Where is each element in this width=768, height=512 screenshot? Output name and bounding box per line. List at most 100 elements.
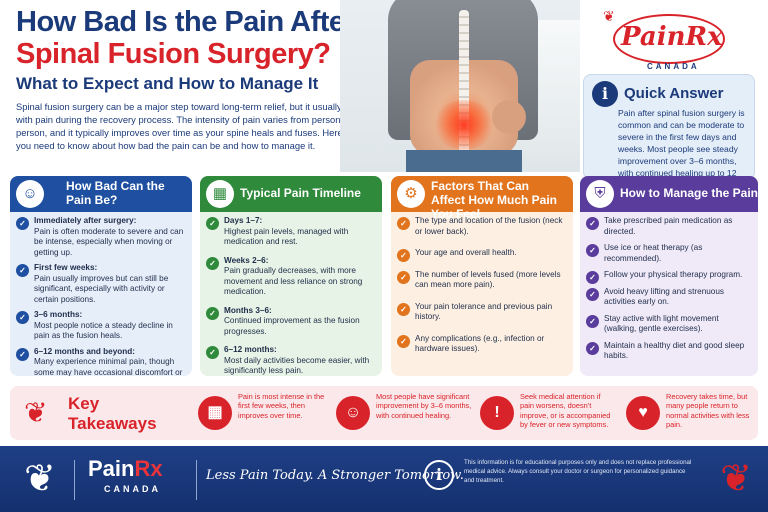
- divider: [74, 460, 75, 500]
- list-item: ✓Follow your physical therapy program.: [586, 270, 752, 284]
- list-item: ✓ Take prescribed pain medication as dire…: [586, 216, 752, 237]
- gear-icon: ⚙: [397, 180, 425, 208]
- hero-image: [340, 0, 580, 172]
- check-icon: ✓: [206, 306, 219, 320]
- item-text: Pain gradually decreases, with more move…: [224, 266, 363, 296]
- footer-brand: PainRx: [88, 456, 163, 482]
- person-icon: ☺: [16, 180, 44, 208]
- list-item: ✓3–6 months:Most people notice a steady …: [16, 310, 186, 342]
- item-heading: 6–12 months and beyond:: [34, 346, 135, 356]
- panel-header: ⚙ Factors That Can Affect How Much Pain …: [391, 176, 573, 221]
- maple-leaf-icon: ❦: [603, 8, 615, 24]
- list-item: ✓ The number of levels fused (more levels…: [397, 270, 567, 291]
- item-text: The number of levels fused (more levels …: [415, 269, 561, 290]
- tagline: Less Pain Today. A Stronger Tomorrow.: [206, 468, 464, 483]
- item-text: Any complications (e.g., infection or ha…: [415, 333, 545, 354]
- item-text: Avoid heavy lifting and strenuous activi…: [604, 286, 725, 307]
- list-item: ✓Months 3–6:Continued improvement as the…: [206, 306, 376, 338]
- spine-illustration: [459, 10, 469, 160]
- list-item: ✓ Weeks 2–6:Pain gradually decreases, wit…: [206, 256, 376, 298]
- item-text: Maintain a healthy diet and good sleep h…: [604, 340, 745, 361]
- shield-icon: ⛨: [586, 180, 614, 208]
- panel-title: Typical Pain Timeline: [240, 186, 361, 200]
- logo-country: CANADA: [647, 62, 700, 71]
- panel-timeline: ▦ Typical Pain Timeline ✓Days 1–7:Highes…: [200, 176, 382, 376]
- takeaway-text: Most people have significant improvement…: [376, 392, 472, 420]
- calendar-icon: ▦: [206, 180, 234, 208]
- panel-header: ☺ How Bad Can the Pain Be?: [10, 176, 192, 212]
- quick-answer-box: i Quick Answer Pain after spinal fusion …: [583, 74, 755, 190]
- panel-header: ▦ Typical Pain Timeline: [200, 176, 382, 212]
- item-heading: 6–12 months:: [224, 345, 277, 354]
- intro-text: Spinal fusion surgery can be a major ste…: [16, 101, 372, 151]
- maple-leaf-icon: ❦: [720, 458, 752, 500]
- disclaimer: This information is for educational purp…: [464, 459, 692, 484]
- list-item: ✓6–12 months:Most daily activities becom…: [206, 345, 376, 376]
- info-icon: i: [592, 81, 618, 107]
- panel-list: ✓The type and location of the fusion (ne…: [397, 216, 567, 360]
- panel-list: ✓ Immediately after surgery:Pain is often…: [16, 216, 186, 376]
- list-item: ✓The type and location of the fusion (ne…: [397, 216, 567, 237]
- item-text: Pain is often moderate to severe and can…: [34, 226, 184, 257]
- list-item: ✓ Any complications (e.g., infection or h…: [397, 334, 567, 355]
- takeaway-text: Recovery takes time, but many people ret…: [666, 392, 750, 430]
- footer: ❦ PainRx CANADA Less Pain Today. A Stron…: [0, 446, 768, 512]
- item-heading: Weeks 2–6:: [224, 255, 269, 265]
- check-icon: ✓: [206, 217, 219, 230]
- list-item: ✓ Immediately after surgery:Pain is often…: [16, 216, 186, 258]
- check-icon: ✓: [397, 270, 410, 284]
- item-heading: Immediately after surgery:: [34, 216, 137, 225]
- check-icon: ✓: [586, 271, 599, 284]
- panel-title: How to Manage the Pain: [620, 186, 758, 200]
- check-icon: ✓: [206, 346, 219, 359]
- item-text: Stay active with light movement (walking…: [604, 313, 719, 334]
- item-text: Highest pain levels, managed with medica…: [224, 226, 349, 247]
- logo-oval: [613, 14, 725, 64]
- panel-factors: ⚙ Factors That Can Affect How Much Pain …: [391, 176, 573, 376]
- takeaway-text: Seek medical attention if pain worsens, …: [520, 392, 611, 430]
- list-item: ✓6–12 months and beyond:Many experience …: [16, 346, 186, 376]
- check-icon: ✓: [586, 244, 599, 257]
- check-icon: ✓: [16, 347, 29, 361]
- item-text: Your age and overall health.: [415, 248, 517, 257]
- list-item: ✓Days 1–7:Highest pain levels, managed w…: [206, 216, 376, 248]
- list-item: ✓Avoid heavy lifting and strenuous activ…: [586, 287, 752, 308]
- item-heading: Months 3–6:: [224, 305, 272, 315]
- panel-title: Factors That Can Affect How Much Pain Yo…: [431, 179, 558, 221]
- title-line-1: How Bad Is the Pain After: [16, 6, 356, 38]
- check-icon: ✓: [397, 302, 410, 316]
- takeaway-text: Pain is most intense in the first few we…: [238, 392, 325, 420]
- list-item: ✓First few weeks:Pain usually improves b…: [16, 263, 186, 305]
- item-text: Pain usually improves but can still be s…: [34, 273, 169, 304]
- item-text: Your pain tolerance and previous pain hi…: [415, 301, 553, 322]
- item-text: Take prescribed pain medication as direc…: [604, 216, 733, 236]
- takeaways-title-line-2: Takeaways: [68, 414, 157, 433]
- painrx-logo: ❦ PainRx CANADA: [603, 8, 733, 78]
- check-icon: ✓: [586, 217, 599, 230]
- pants: [406, 150, 522, 172]
- divider: [196, 460, 197, 500]
- list-item: ✓Maintain a healthy diet and good sleep …: [586, 341, 752, 362]
- footer-country: CANADA: [104, 484, 161, 494]
- panel-manage: ⛨ How to Manage the Pain ✓ Take prescribe…: [580, 176, 758, 376]
- maple-leaf-icon: ❦: [24, 397, 48, 428]
- brand-part-b: Rx: [134, 456, 163, 481]
- panel-how-bad: ☺ How Bad Can the Pain Be? ✓ Immediately …: [10, 176, 192, 376]
- item-heading: 3–6 months:: [34, 310, 83, 319]
- check-icon: ✓: [16, 311, 29, 324]
- check-icon: ✓: [206, 256, 219, 270]
- logo-name: PainRx: [621, 22, 723, 52]
- list-item: ✓Stay active with light movement (walkin…: [586, 314, 752, 335]
- check-icon: ✓: [397, 217, 410, 230]
- takeaways-title: Key Takeaways: [68, 394, 157, 434]
- panel-list: ✓Days 1–7:Highest pain levels, managed w…: [206, 216, 376, 376]
- quick-answer-title: Quick Answer: [624, 85, 724, 102]
- person-icon: ☺: [336, 396, 370, 430]
- list-item: ✓Use ice or heat therapy (as recommended…: [586, 243, 752, 264]
- hand: [492, 100, 526, 134]
- check-icon: ✓: [16, 264, 29, 277]
- panel-header: ⛨ How to Manage the Pain: [580, 176, 758, 212]
- check-icon: ✓: [397, 334, 410, 348]
- title-line-2: Spinal Fusion Surgery?: [16, 38, 331, 70]
- check-icon: ✓: [16, 217, 29, 230]
